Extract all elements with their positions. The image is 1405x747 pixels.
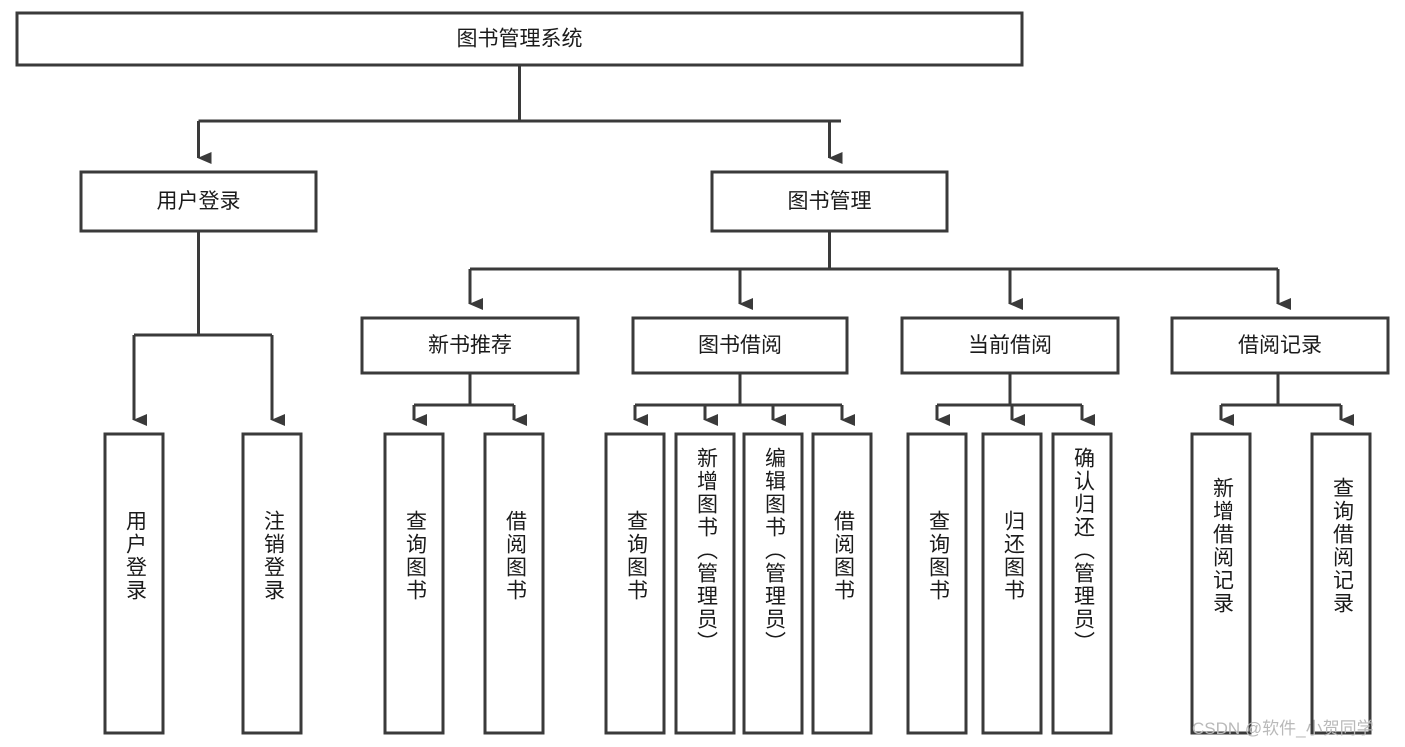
node-leaf-edit-book-admin-label: 编辑图书（管理员） (762, 447, 786, 654)
edge-bookmanage-to-level2 (468, 231, 1291, 310)
node-leaf-borrow-book-rec[interactable]: 借阅图书 (483, 432, 545, 735)
node-leaf-borrow-book-rec-label: 借阅图书 (503, 510, 527, 602)
csdn-watermark: CSDN @软件_小贺同学 (1192, 719, 1374, 738)
edge-root-to-level1 (197, 65, 843, 164)
node-leaf-query-borrow-record-label: 查询借阅记录 (1330, 477, 1354, 615)
node-leaf-logout-label: 注销登录 (261, 510, 285, 602)
node-leaf-logout[interactable]: 注销登录 (241, 432, 303, 735)
node-user-login[interactable]: 用户登录 (79, 170, 318, 233)
node-leaf-return-book-label: 归还图书 (1001, 510, 1025, 602)
node-book-manage[interactable]: 图书管理 (710, 170, 949, 233)
node-root[interactable]: 图书管理系统 (15, 11, 1024, 67)
edge-bookborrow-to-leaves (633, 373, 855, 426)
node-leaf-query-book-rec[interactable]: 查询图书 (383, 432, 445, 735)
node-leaf-add-book-admin-label: 新增图书（管理员） (694, 447, 718, 654)
node-borrow-record-label: 借阅记录 (1238, 334, 1322, 357)
node-leaf-edit-book-admin[interactable]: 编辑图书（管理员） (742, 432, 804, 735)
node-leaf-borrow-book[interactable]: 借阅图书 (811, 432, 873, 735)
node-leaf-query-book-borrow[interactable]: 查询图书 (604, 432, 666, 735)
node-new-book-recommend[interactable]: 新书推荐 (360, 316, 580, 375)
node-current-borrow-label: 当前借阅 (968, 334, 1052, 357)
node-leaf-user-login-label: 用户登录 (123, 510, 147, 602)
node-leaf-query-book-rec-label: 查询图书 (403, 510, 427, 602)
node-book-manage-label: 图书管理 (788, 190, 872, 213)
edge-newbook-to-leaves (412, 373, 527, 426)
node-leaf-user-login[interactable]: 用户登录 (103, 432, 165, 735)
node-leaf-query-book-current[interactable]: 查询图书 (906, 432, 968, 735)
node-leaf-add-borrow-record-label: 新增借阅记录 (1210, 477, 1234, 615)
node-leaf-confirm-return-admin[interactable]: 确认归还（管理员） (1051, 432, 1113, 735)
node-book-borrow[interactable]: 图书借阅 (631, 316, 849, 375)
node-leaf-borrow-book-label: 借阅图书 (831, 510, 855, 602)
edge-currentborrow-to-leaves (935, 373, 1095, 426)
node-leaf-add-borrow-record[interactable]: 新增借阅记录 (1190, 432, 1252, 735)
edge-borrowrecord-to-leaves (1219, 373, 1354, 426)
node-leaf-confirm-return-admin-label: 确认归还（管理员） (1071, 447, 1095, 654)
node-root-label: 图书管理系统 (457, 28, 583, 51)
node-borrow-record[interactable]: 借阅记录 (1170, 316, 1390, 375)
node-leaf-query-borrow-record[interactable]: 查询借阅记录 (1310, 432, 1372, 735)
node-current-borrow[interactable]: 当前借阅 (900, 316, 1120, 375)
node-leaf-return-book[interactable]: 归还图书 (981, 432, 1043, 735)
node-user-login-label: 用户登录 (157, 190, 241, 213)
node-leaf-add-book-admin[interactable]: 新增图书（管理员） (674, 432, 736, 735)
connector-layer (132, 65, 1354, 426)
node-book-borrow-label: 图书借阅 (698, 334, 782, 357)
edge-userlogin-to-leaves (132, 231, 285, 426)
node-new-book-recommend-label: 新书推荐 (428, 334, 512, 357)
node-leaf-query-book-borrow-label: 查询图书 (624, 510, 648, 602)
node-leaf-query-book-current-label: 查询图书 (926, 510, 950, 602)
